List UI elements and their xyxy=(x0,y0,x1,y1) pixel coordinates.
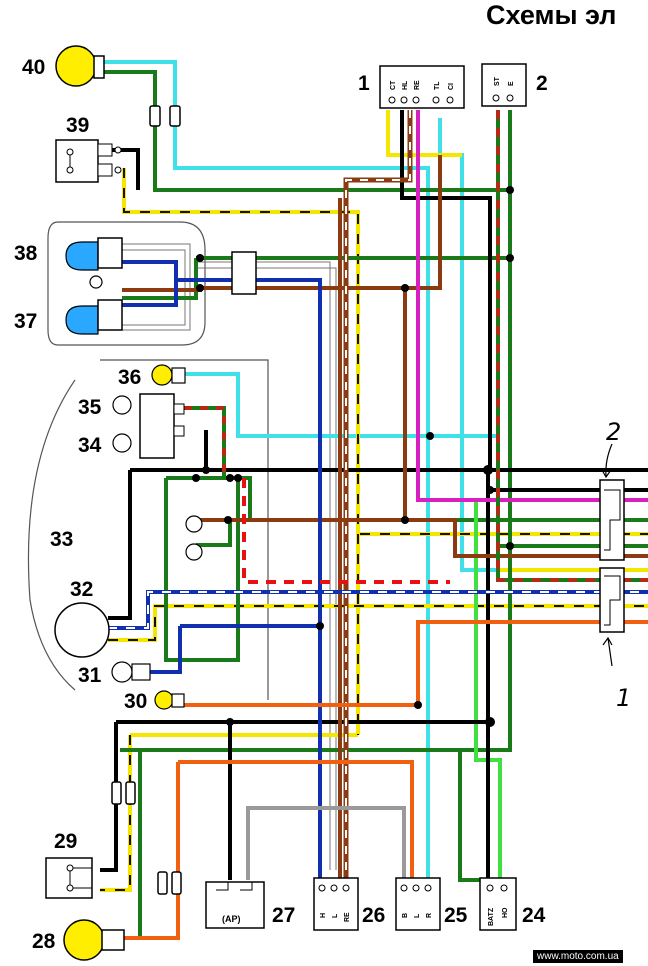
bulb-31 xyxy=(111,661,151,683)
gray-wire xyxy=(246,806,406,880)
label-39: 39 xyxy=(66,114,89,137)
magenta-wire xyxy=(416,110,648,502)
connector-26-pin-l: L xyxy=(332,913,339,918)
switch-39 xyxy=(55,139,122,183)
label-26: 26 xyxy=(362,904,385,927)
label-40: 40 xyxy=(22,56,45,79)
label-1: 1 xyxy=(358,72,370,95)
handwritten-arrows xyxy=(601,443,613,667)
connector-1-pin-tl: TL xyxy=(434,81,441,90)
blue-white-wires xyxy=(108,590,648,630)
label-25: 25 xyxy=(444,904,468,927)
bulb-30 xyxy=(154,690,185,710)
meter-32 xyxy=(54,602,110,658)
connector-2-pin-st: ST xyxy=(494,76,501,86)
connector-24-pin-batz: BATZ xyxy=(488,907,495,926)
orange-wires xyxy=(120,620,648,940)
label-31: 31 xyxy=(78,664,102,687)
headlight-bulb-37 xyxy=(65,299,123,335)
label-37: 37 xyxy=(14,310,37,333)
green-wires xyxy=(100,70,648,940)
connector-1-pin-ct: CT xyxy=(390,80,397,90)
headlight-housing xyxy=(47,221,206,346)
label-28: 28 xyxy=(32,930,56,953)
connector-24-pin-ho: HO xyxy=(502,907,509,918)
gauge-module-35-34 xyxy=(112,393,185,459)
headlight-small-bulb xyxy=(89,275,103,289)
label-29: 29 xyxy=(54,830,77,853)
brown-white-wires xyxy=(343,110,413,880)
handwritten-label-2: 2 xyxy=(606,418,621,446)
connector-1-pin-ci: CI xyxy=(448,83,455,90)
connector-1-pin-hl: HL xyxy=(402,80,409,90)
component-labels: 40 39 38 37 36 35 34 33 32 31 30 29 28 2… xyxy=(14,56,548,953)
connector-2: ST E xyxy=(481,63,527,107)
bulb-36 xyxy=(151,364,186,386)
headlight-bulb-38 xyxy=(65,237,123,271)
connector-26-pin-re: RE xyxy=(344,912,351,922)
connector-25-pin-r: R xyxy=(426,913,433,918)
page-title: Схемы эл xyxy=(486,0,617,30)
label-38: 38 xyxy=(14,242,38,265)
dash-bulbs xyxy=(185,515,203,561)
blue-wires xyxy=(122,260,322,880)
connector-25: B L R xyxy=(395,877,441,931)
label-34: 34 xyxy=(78,434,102,457)
connector-2-pin-e: E xyxy=(508,81,515,86)
inline-connector-bottom xyxy=(111,781,182,895)
dashboard-bracket xyxy=(27,379,76,691)
bulb-40 xyxy=(55,45,105,87)
label-33: 33 xyxy=(50,528,73,551)
relay-27-text: (AP) xyxy=(222,914,241,924)
dashboard-outline xyxy=(100,359,269,700)
handwritten-label-1: 1 xyxy=(616,684,631,712)
multi-connector-1 xyxy=(599,567,625,633)
label-30: 30 xyxy=(124,690,147,713)
label-32: 32 xyxy=(70,578,93,601)
source-watermark: www.moto.com.ua xyxy=(533,950,623,963)
brown-wires xyxy=(122,155,648,880)
connector-1-pin-re: RE xyxy=(414,80,421,90)
multi-connector-2 xyxy=(599,479,625,561)
relay-27: (AP) xyxy=(205,881,265,929)
connector-26-pin-h: H xyxy=(320,913,327,918)
label-2: 2 xyxy=(536,72,548,95)
connector-1: CT HL RE TL CI xyxy=(379,65,465,109)
label-27: 27 xyxy=(272,904,295,927)
junction-dots xyxy=(192,186,514,727)
bulb-28 xyxy=(63,919,125,961)
red-green-wires xyxy=(184,110,648,584)
label-35: 35 xyxy=(78,396,102,419)
inline-connector-top xyxy=(149,105,257,295)
label-36: 36 xyxy=(118,366,141,389)
connector-25-pin-b: B xyxy=(402,913,409,918)
label-24: 24 xyxy=(522,904,546,927)
switch-29 xyxy=(45,857,93,899)
connector-24: BATZ HO xyxy=(479,877,517,931)
black-wires xyxy=(100,110,648,880)
yellow-black-stripes xyxy=(100,168,648,891)
connector-26: H L RE xyxy=(313,877,359,931)
connector-25-pin-l: L xyxy=(414,913,421,918)
